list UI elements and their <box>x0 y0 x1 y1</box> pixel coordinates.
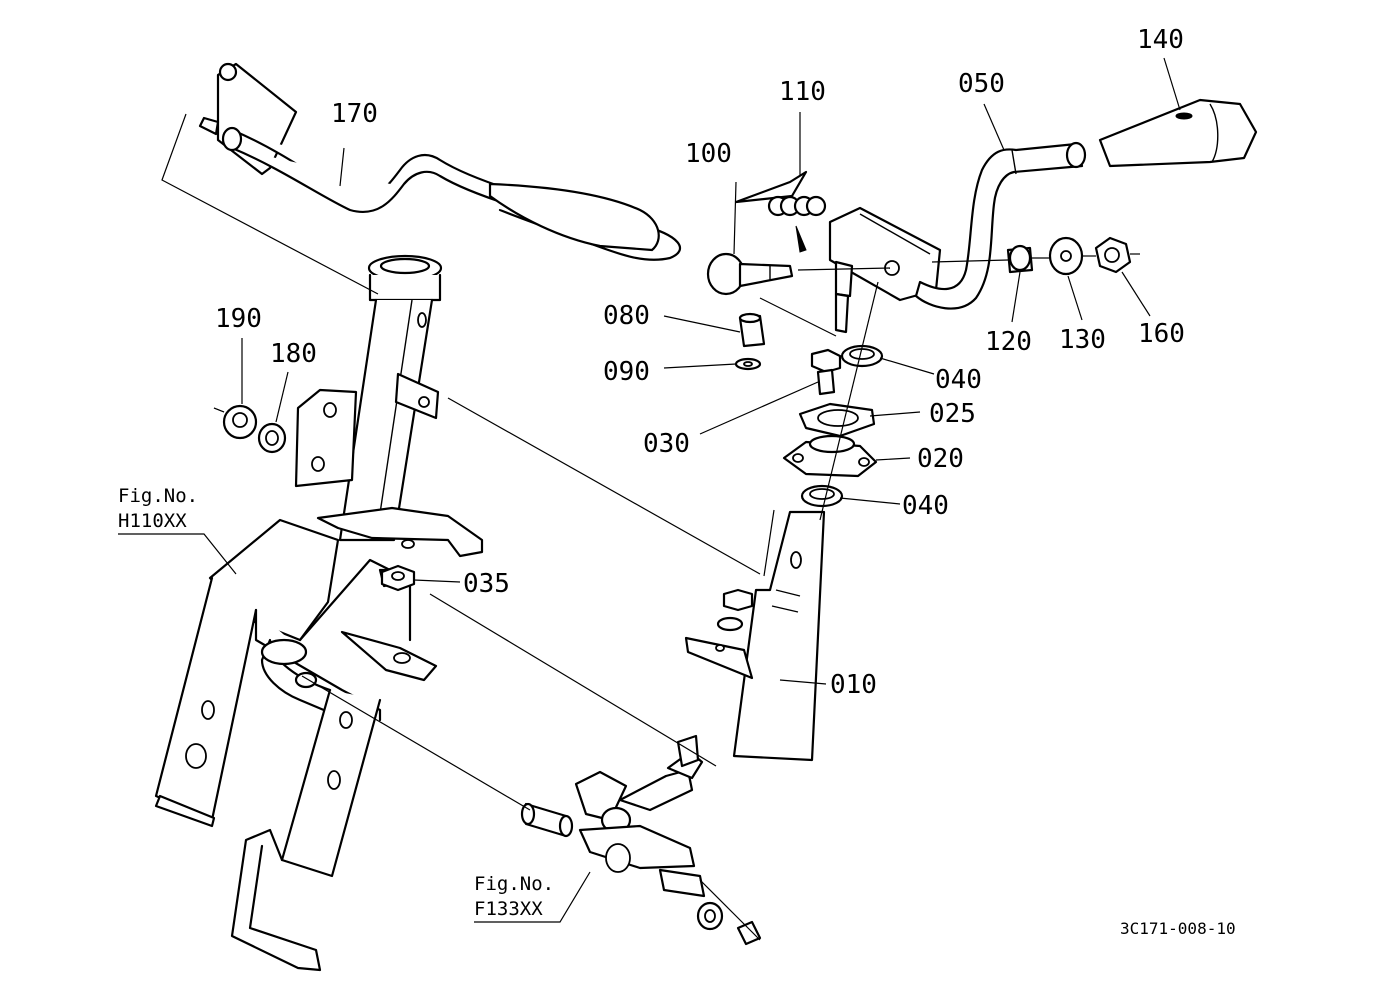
part-090-washer <box>734 357 762 371</box>
part-080-collar <box>738 312 766 348</box>
part-035-nut <box>380 564 416 592</box>
callout-100: 140 <box>1137 25 1184 55</box>
assembly-guide-lines <box>161 113 1140 941</box>
part-100-knob <box>1098 98 1258 168</box>
lower-joint-assembly <box>574 734 762 946</box>
callout-180: 180 <box>270 339 317 369</box>
fig-ref-number: H110XX <box>118 510 187 532</box>
part-040-ring-lower <box>800 484 844 508</box>
part-050-lever <box>914 141 1087 310</box>
part-180-washer <box>257 422 287 454</box>
bracket-frame <box>154 506 484 972</box>
part-140-washer <box>1048 236 1084 276</box>
figure-reference-f133xx: Fig.No. F133XX <box>474 873 554 920</box>
lever-holder-block <box>828 206 942 334</box>
part-010-shaft <box>684 510 826 762</box>
callout-130: 120 <box>985 327 1032 357</box>
figure-reference-h110xx: Fig.No. H110XX <box>118 485 198 532</box>
callout-110: 100 <box>685 139 732 169</box>
callout-140: 130 <box>1059 325 1106 355</box>
part-020-flange <box>782 434 878 478</box>
callout-020: 020 <box>917 444 964 474</box>
part-190-nut <box>213 404 258 440</box>
callout-050: 050 <box>958 69 1005 99</box>
part-110-pin <box>706 252 794 296</box>
fig-ref-label: Fig.No. <box>118 485 198 507</box>
fig-ref-label: Fig.No. <box>474 873 554 895</box>
callout-040-lower: 040 <box>902 491 949 521</box>
drawing-code: 3C171-008-10 <box>1120 919 1236 938</box>
callout-030: 030 <box>643 429 690 459</box>
callout-040-upper: 040 <box>935 365 982 395</box>
part-160-nut <box>1094 236 1132 274</box>
callout-190: 190 <box>215 304 262 334</box>
callout-010: 010 <box>830 670 877 700</box>
center-tube-assembly <box>294 254 443 542</box>
part-120-spring <box>734 170 827 253</box>
callout-090: 090 <box>603 357 650 387</box>
callout-170: 170 <box>331 99 378 129</box>
fig-ref-number: F133XX <box>474 898 543 920</box>
part-170-lever-rod <box>198 62 682 261</box>
callout-120: 110 <box>779 77 826 107</box>
part-130-bushing <box>1006 244 1034 274</box>
callout-025: 025 <box>929 399 976 429</box>
callout-080: 080 <box>603 301 650 331</box>
callout-035: 035 <box>463 569 510 599</box>
callout-160: 160 <box>1138 319 1185 349</box>
callout-labels: 140 110 050 100 170 080 090 040 025 030 … <box>215 25 1185 700</box>
part-030-bolt <box>810 348 842 396</box>
spacer-bushing <box>520 802 574 838</box>
leader-lines <box>118 57 1181 923</box>
part-040-ring-upper <box>840 344 884 368</box>
part-025-gasket <box>798 402 876 438</box>
